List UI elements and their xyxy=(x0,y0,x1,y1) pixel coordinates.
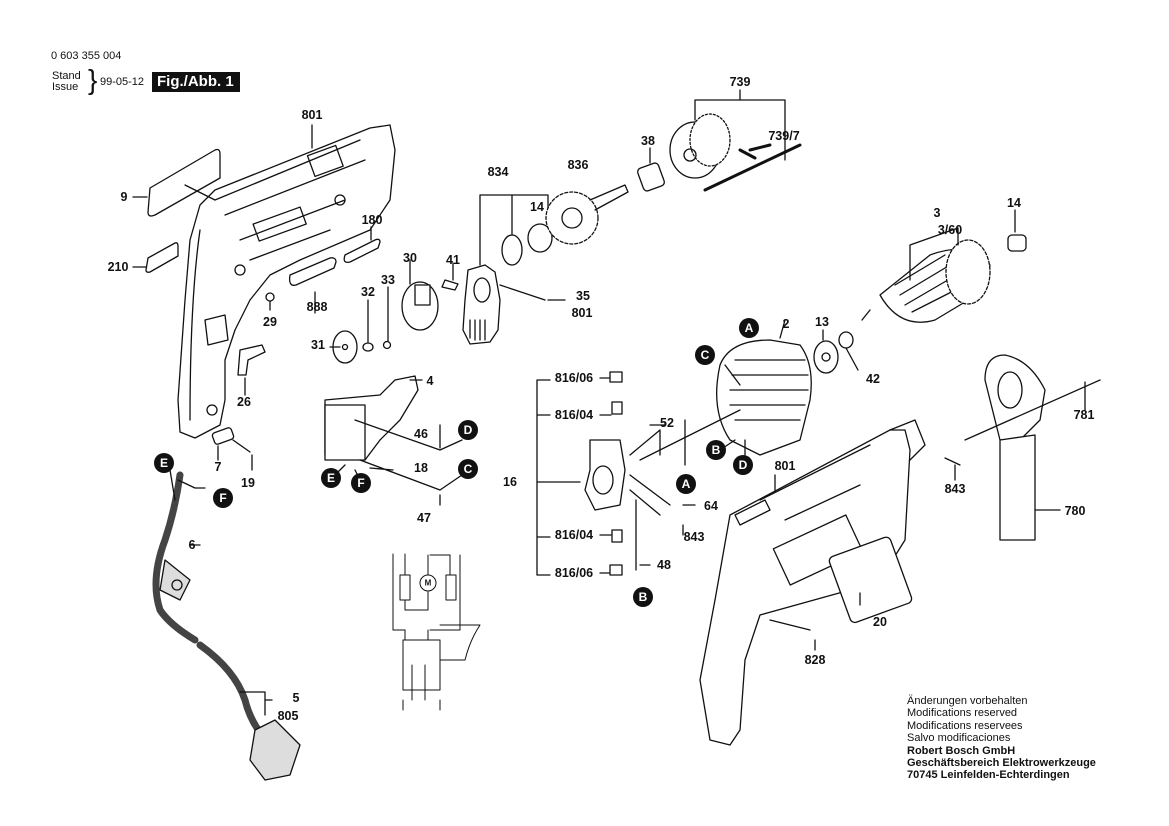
connector-marker: B xyxy=(633,587,653,607)
part-label: 801 xyxy=(571,306,593,320)
part-label: 48 xyxy=(657,558,671,572)
connector-marker: E xyxy=(321,468,341,488)
label-plate-180 xyxy=(343,238,381,263)
bearing-plate xyxy=(462,264,501,345)
company-division: Geschäftsbereich Elektrowerkzeuge xyxy=(907,757,1096,770)
issue-date: 99-05-12 xyxy=(100,76,145,88)
power-cable xyxy=(152,471,199,644)
footer-notes: Änderungen vorbehalten Modifications res… xyxy=(907,695,1096,782)
company-name: Robert Bosch GmbH xyxy=(907,744,1016,757)
part-label: 46 xyxy=(414,427,428,441)
part-label: 3 xyxy=(933,206,941,220)
housing-half-left xyxy=(177,124,396,439)
field-coil xyxy=(716,339,812,456)
part-label: 2 xyxy=(782,317,790,331)
stand-label: Stand xyxy=(52,70,81,82)
part-label: 828 xyxy=(804,653,826,667)
part-label: 20 xyxy=(873,615,887,629)
footer-line: Modifications reserved xyxy=(907,707,1018,720)
part-label: 781 xyxy=(1073,408,1095,422)
drill-shell xyxy=(699,429,911,746)
footer-line: Salvo modificaciones xyxy=(907,732,1011,745)
footer-line: Modifications reservees xyxy=(907,719,1023,732)
brush-holder xyxy=(584,439,626,511)
connector-marker: F xyxy=(213,488,233,508)
part-label: 836 xyxy=(567,158,589,172)
connector-marker: B xyxy=(706,440,726,460)
connector-marker: F xyxy=(351,473,371,493)
part-label: 816/06 xyxy=(554,566,594,580)
part-label: 843 xyxy=(944,482,966,496)
connector-marker: C xyxy=(695,345,715,365)
part-label: 33 xyxy=(381,273,395,287)
part-label: 816/04 xyxy=(554,408,594,422)
part-label: 3/60 xyxy=(937,223,963,237)
part-label: 816/06 xyxy=(554,371,594,385)
part-label: 888 xyxy=(306,300,328,314)
part-label: 6 xyxy=(188,538,196,552)
connector-marker: D xyxy=(733,455,753,475)
part-label: 13 xyxy=(815,315,829,329)
part-label: 31 xyxy=(311,338,325,352)
part-label: 801 xyxy=(301,108,323,122)
connector-marker: A xyxy=(739,318,759,338)
part-label: 5 xyxy=(292,691,300,705)
motor-symbol: M xyxy=(424,578,432,588)
issue-label: Issue xyxy=(52,81,79,93)
part-number: 0 603 355 004 xyxy=(51,50,122,62)
part-label: 805 xyxy=(277,709,299,723)
connector-marker: E xyxy=(154,453,174,473)
part-label: 16 xyxy=(503,475,517,489)
part-label: 9 xyxy=(120,190,128,204)
part-label: 834 xyxy=(487,165,509,179)
part-label: 29 xyxy=(263,315,277,329)
part-label: 816/04 xyxy=(554,528,594,542)
figure-label: Fig./Abb. 1 xyxy=(152,72,240,92)
part-label: 14 xyxy=(530,200,544,214)
footer-line: Änderungen vorbehalten xyxy=(907,695,1028,707)
label-plate-210 xyxy=(145,242,179,273)
part-label: 42 xyxy=(866,372,880,386)
auxiliary-handle xyxy=(984,354,1046,441)
part-label: 780 xyxy=(1064,504,1086,518)
part-label: 210 xyxy=(107,260,129,274)
part-label: 32 xyxy=(361,285,375,299)
part-label: 41 xyxy=(446,253,460,267)
part-label: 35 xyxy=(576,289,590,303)
part-label: 4 xyxy=(426,374,434,388)
connector-marker: A xyxy=(676,474,696,494)
connector-marker: D xyxy=(458,420,478,440)
part-label: 18 xyxy=(414,461,428,475)
part-label: 47 xyxy=(417,511,431,525)
part-label: 19 xyxy=(241,476,255,490)
part-label: 26 xyxy=(237,395,251,409)
connector-marker: C xyxy=(458,459,478,479)
label-plate-9 xyxy=(147,148,221,217)
part-label: 7 xyxy=(214,460,222,474)
part-label: 843 xyxy=(683,530,705,544)
gear-836 xyxy=(545,191,599,245)
part-label: 801 xyxy=(774,459,796,473)
wiring-schematic xyxy=(392,553,481,711)
part-label: 180 xyxy=(361,213,383,227)
part-label: 52 xyxy=(660,416,674,430)
part-label: 30 xyxy=(403,251,417,265)
part-label: 38 xyxy=(641,134,655,148)
label-plate-888 xyxy=(288,257,337,286)
company-address: 70745 Leinfelden-Echterdingen xyxy=(907,769,1070,782)
part-label: 14 xyxy=(1007,196,1021,210)
part-label: 64 xyxy=(704,499,718,513)
brace: } xyxy=(88,64,98,95)
part-label: 739/7 xyxy=(768,129,800,143)
part-label: 739 xyxy=(729,75,751,89)
